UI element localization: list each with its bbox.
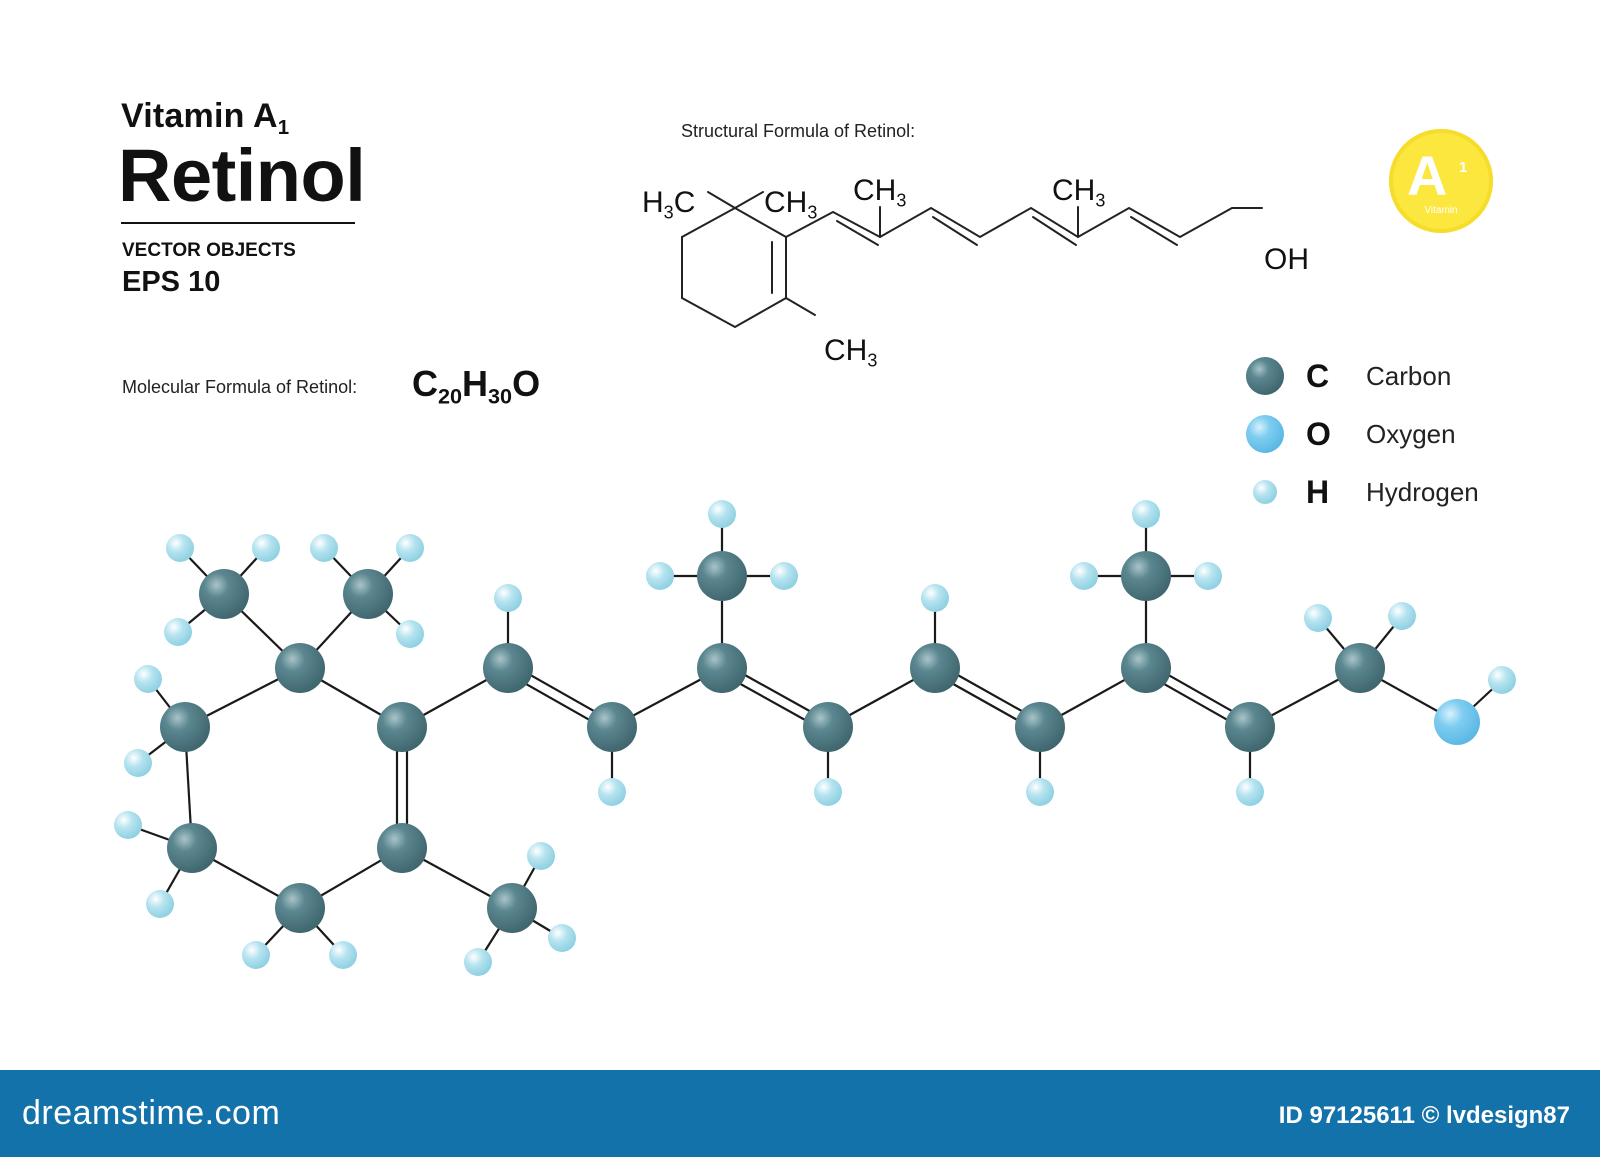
hydrogen-atom xyxy=(329,941,357,969)
carbon-atom xyxy=(167,823,217,873)
hydrogen-atom xyxy=(708,500,736,528)
carbon-atom xyxy=(803,702,853,752)
carbon-atom xyxy=(1335,643,1385,693)
hydrogen-atom xyxy=(814,778,842,806)
hydrogen-atom xyxy=(1304,604,1332,632)
hydrogen-atom xyxy=(166,534,194,562)
title-divider xyxy=(121,222,355,224)
carbon-atom xyxy=(487,883,537,933)
hydrogen-atom xyxy=(646,562,674,590)
hydrogen-atom xyxy=(1388,602,1416,630)
molecular-formula: C20H30O xyxy=(412,363,541,409)
legend-hydrogen-symbol: H xyxy=(1306,474,1330,510)
hydrogen-atom xyxy=(921,584,949,612)
carbon-atom xyxy=(377,702,427,752)
hydrogen-atom xyxy=(134,665,162,693)
hydrogen-atom xyxy=(164,618,192,646)
ch3-chain-2-label: CH3 xyxy=(1052,174,1106,211)
hydrogen-atom xyxy=(494,584,522,612)
hydrogen-atom xyxy=(1236,778,1264,806)
hydrogen-atom xyxy=(396,534,424,562)
badge-letter: A xyxy=(1407,144,1448,207)
hydrogen-atom xyxy=(464,948,492,976)
oh-group-label: OH xyxy=(1264,243,1309,276)
hydrogen-atom xyxy=(1132,500,1160,528)
carbon-atom xyxy=(1121,551,1171,601)
oxygen-atom xyxy=(1434,699,1480,745)
h3c-group-label: H3C xyxy=(642,186,696,223)
vitamin-a1-badge: A 1 Vitamin xyxy=(1389,129,1493,233)
carbon-atom xyxy=(910,643,960,693)
page-title: Retinol xyxy=(118,134,366,217)
hydrogen-atom xyxy=(310,534,338,562)
structural-formula-label: Structural Formula of Retinol: xyxy=(681,121,916,141)
legend-oxygen-name: Oxygen xyxy=(1366,419,1456,449)
carbon-atom xyxy=(160,702,210,752)
vitamin-subtitle: Vitamin A1 xyxy=(121,97,290,140)
hydrogen-atom xyxy=(1194,562,1222,590)
badge-word: Vitamin xyxy=(1424,205,1458,216)
carbon-atom xyxy=(1121,643,1171,693)
hydrogen-atom xyxy=(1488,666,1516,694)
hydrogen-atom xyxy=(548,924,576,952)
carbon-atom xyxy=(343,569,393,619)
legend-hydrogen-icon xyxy=(1253,480,1277,504)
hydrogen-atom xyxy=(146,890,174,918)
legend-carbon-icon xyxy=(1246,357,1284,395)
carbon-atom xyxy=(697,551,747,601)
carbon-atom xyxy=(1225,702,1275,752)
hydrogen-atom xyxy=(124,749,152,777)
legend-carbon-symbol: C xyxy=(1306,358,1330,394)
carbon-atom xyxy=(377,823,427,873)
carbon-atom xyxy=(275,643,325,693)
ch3-ring-top-label: CH3 xyxy=(764,186,818,223)
carbon-atom xyxy=(275,883,325,933)
badge-subscript: 1 xyxy=(1459,159,1468,176)
carbon-atom xyxy=(483,643,533,693)
hydrogen-atom xyxy=(1026,778,1054,806)
hydrogen-atom xyxy=(114,811,142,839)
hydrogen-atom xyxy=(1070,562,1098,590)
ch3-chain-1-label: CH3 xyxy=(853,174,907,211)
hydrogen-atom xyxy=(242,941,270,969)
vector-objects-label: VECTOR OBJECTS xyxy=(122,240,296,261)
legend-oxygen-symbol: O xyxy=(1306,416,1331,452)
hydrogen-atom xyxy=(770,562,798,590)
footer-logo[interactable]: dreamstime.com xyxy=(22,1094,281,1132)
hydrogen-atom xyxy=(252,534,280,562)
carbon-atom xyxy=(697,643,747,693)
footer-bar: dreamstime.com ID 97125611 © lvdesign87 xyxy=(0,1070,1600,1157)
ch3-ring-bottom-label: CH3 xyxy=(824,334,878,371)
carbon-atom xyxy=(199,569,249,619)
legend-hydrogen-name: Hydrogen xyxy=(1366,477,1479,507)
carbon-atom xyxy=(587,702,637,752)
hydrogen-atom xyxy=(396,620,424,648)
molecular-formula-label: Molecular Formula of Retinol: xyxy=(122,377,358,397)
footer-image-id: ID 97125611 © lvdesign87 xyxy=(1278,1102,1570,1129)
hydrogen-atom xyxy=(527,842,555,870)
carbon-atom xyxy=(1015,702,1065,752)
eps-label: EPS 10 xyxy=(122,266,221,298)
legend-oxygen-icon xyxy=(1246,415,1284,453)
hydrogen-atom xyxy=(598,778,626,806)
legend-carbon-name: Carbon xyxy=(1366,361,1452,391)
